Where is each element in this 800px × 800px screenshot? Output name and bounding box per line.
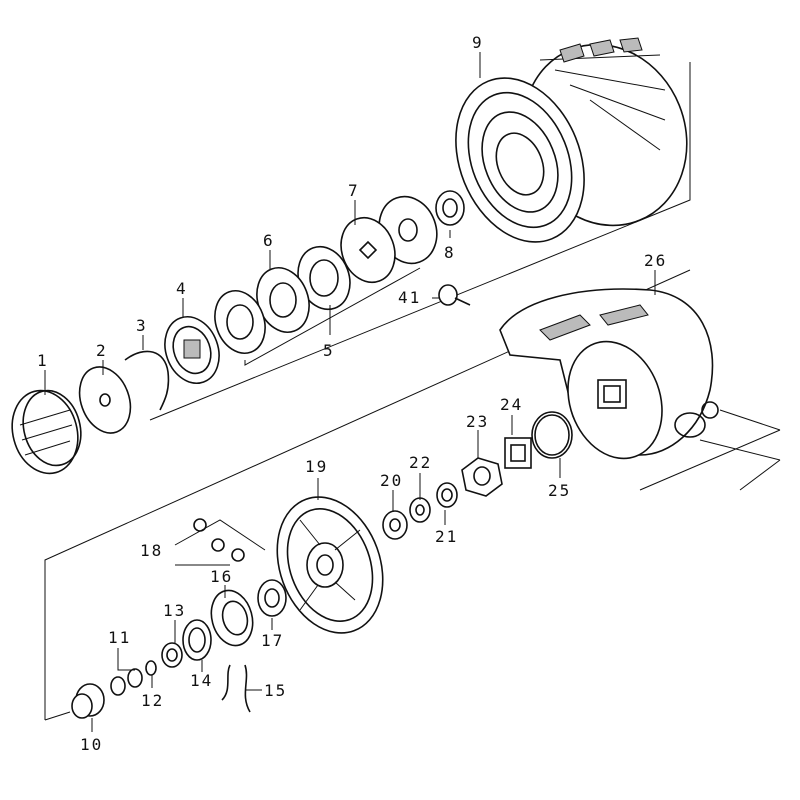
part-3-clip (124, 350, 170, 411)
parts-20-21-22-washers (382, 482, 458, 540)
label-part-12: 12 (141, 691, 164, 710)
label-part-26: 26 (644, 251, 667, 270)
label-part-13: 13 (163, 601, 186, 620)
label-part-24: 24 (500, 395, 523, 414)
assembly-outline-lines (44, 62, 781, 721)
parts-11-12-washers (110, 660, 157, 696)
label-part-2: 2 (96, 341, 108, 360)
part-10-cap (71, 683, 105, 719)
label-part-22: 22 (409, 453, 432, 472)
part-9-spool (455, 37, 688, 243)
label-part-23: 23 (466, 412, 489, 431)
label-part-1: 1 (37, 351, 49, 370)
part-19-rotor-plate (276, 496, 384, 634)
part-15-spring (221, 664, 251, 713)
label-part-7: 7 (348, 181, 360, 200)
label-part-17: 17 (261, 631, 284, 650)
label-part-4: 4 (176, 279, 188, 298)
label-part-5: 5 (323, 341, 335, 360)
label-part-41: 41 (398, 288, 421, 307)
label-part-9: 9 (472, 33, 484, 52)
drag-washer-stack (214, 195, 438, 354)
label-part-10: 10 (80, 735, 103, 754)
part-25-ring (531, 411, 573, 459)
part-18-screws (174, 518, 266, 566)
label-part-21: 21 (435, 527, 458, 546)
label-part-14: 14 (190, 671, 213, 690)
label-part-8: 8 (444, 243, 456, 262)
label-part-18: 18 (140, 541, 163, 560)
part-13-bushing (161, 642, 183, 668)
part-16-collar (210, 589, 254, 647)
label-part-3: 3 (136, 316, 148, 335)
label-part-11: 11 (108, 628, 131, 647)
label-part-19: 19 (305, 457, 328, 476)
part-17-bearing (257, 579, 287, 617)
part-23-nut (461, 457, 503, 497)
label-leaders (44, 52, 656, 732)
part-2-washer (78, 366, 132, 434)
part-14-washer (182, 619, 212, 661)
label-part-25: 25 (548, 481, 571, 500)
part-4-drag-disk (164, 316, 220, 384)
label-part-20: 20 (380, 471, 403, 490)
part-1-drag-knob (11, 389, 82, 475)
part-24-plate (504, 437, 532, 469)
label-part-15: 15 (264, 681, 287, 700)
part-8-bushing (435, 190, 465, 226)
part-41-screw (438, 284, 471, 306)
label-part-16: 16 (210, 567, 233, 586)
label-part-6: 6 (263, 231, 275, 250)
part-labels: 1 2 3 4 5 6 7 8 9 10 11 12 13 14 15 16 1… (37, 33, 667, 754)
part-26-rotor (499, 288, 719, 460)
